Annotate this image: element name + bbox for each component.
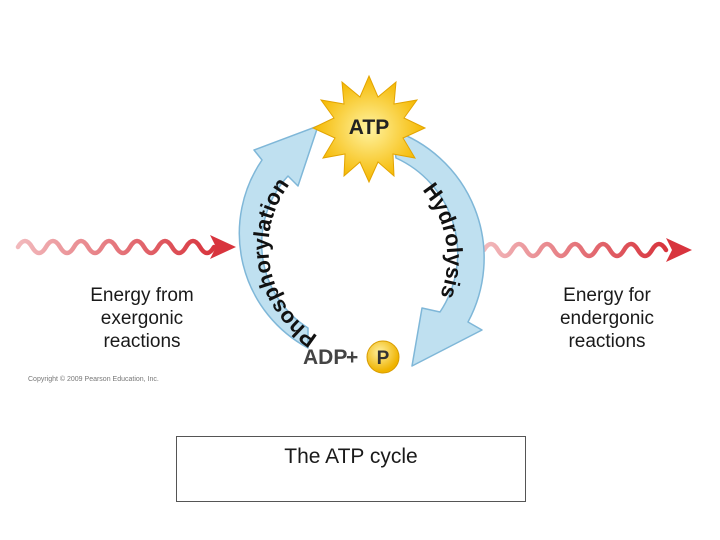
energy-input-line-1: Energy from [90,285,194,306]
energy-output-line-3: reactions [568,331,646,352]
phosphate-circle: P [366,340,400,374]
hydrolysis-arc-arrow [391,129,485,367]
caption-text: The ATP cycle [284,445,418,468]
caption-box: The ATP cycle [176,436,526,502]
phosphorylation-arc-arrow [238,125,319,349]
plus-sign: + [346,346,358,369]
atp-label: ATP [349,116,389,139]
energy-input-label: Energy from exergonic reactions [52,284,232,353]
energy-input-line-3: reactions [103,331,181,352]
phosphate-label: P [377,348,390,369]
energy-output-label: Energy for endergonic reactions [522,284,692,353]
copyright-notice: Copyright © 2009 Pearson Education, Inc. [28,376,159,383]
energy-output-line-1: Energy for [563,285,651,306]
energy-input-arrow [15,235,236,259]
energy-output-line-2: endergonic [559,308,655,329]
adp-label: ADP [303,346,347,369]
energy-input-line-2: exergonic [100,308,184,329]
atp-starburst: ATP [311,74,427,184]
energy-output-arrow [481,238,692,262]
